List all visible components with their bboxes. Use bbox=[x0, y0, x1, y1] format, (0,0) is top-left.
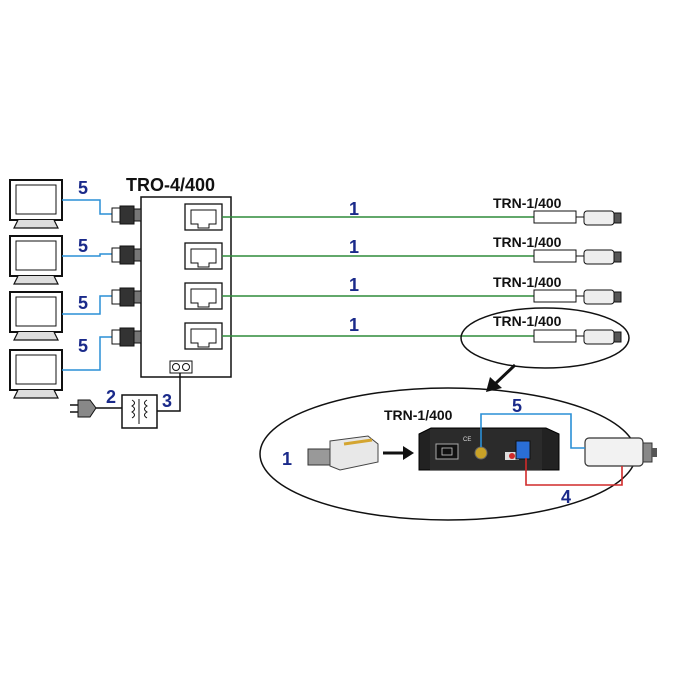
bnc-connector bbox=[111, 245, 142, 265]
utp-line-label: 1 bbox=[349, 199, 359, 219]
receiver-unit: TRN-1/400 bbox=[493, 234, 622, 265]
arrow-right-icon bbox=[383, 446, 414, 460]
power-plug-icon bbox=[70, 399, 122, 418]
camera-icon bbox=[584, 437, 657, 467]
power-cable bbox=[157, 373, 181, 412]
receiver-unit: TRN-1/400 bbox=[493, 313, 622, 345]
monitor-4 bbox=[9, 349, 63, 399]
transformer-icon bbox=[121, 394, 158, 429]
power-terminal bbox=[169, 360, 193, 374]
rj45-port bbox=[184, 242, 223, 270]
power-label: 3 bbox=[162, 391, 172, 411]
highlight-ellipse bbox=[460, 307, 630, 369]
zoom-arrow-icon bbox=[486, 363, 517, 392]
video-cable-label: 5 bbox=[78, 293, 88, 313]
detail-device-name: TRN-1/400 bbox=[384, 407, 453, 423]
cable-in-label: 1 bbox=[282, 449, 292, 469]
detail-video-label: 5 bbox=[512, 396, 522, 416]
monitor-3 bbox=[9, 291, 63, 341]
monitor-2 bbox=[9, 235, 63, 285]
receiver-name: TRN-1/400 bbox=[493, 274, 562, 290]
video-cable-label: 5 bbox=[78, 178, 88, 198]
hub-title: TRO-4/400 bbox=[126, 175, 215, 195]
receiver-unit: TRN-1/400 bbox=[493, 274, 622, 305]
bnc-connector bbox=[111, 327, 142, 347]
video-cable-label: 5 bbox=[78, 336, 88, 356]
receiver-name: TRN-1/400 bbox=[493, 234, 562, 250]
utp-line-label: 1 bbox=[349, 237, 359, 257]
detail-power-cable bbox=[525, 458, 623, 486]
trn-receiver-device: CE bbox=[418, 427, 560, 471]
svg-text:CE: CE bbox=[463, 437, 471, 443]
utp-line-label: 1 bbox=[349, 315, 359, 335]
receiver-unit: TRN-1/400 bbox=[493, 195, 622, 226]
receiver-name: TRN-1/400 bbox=[493, 195, 562, 211]
bnc-connector bbox=[111, 287, 142, 307]
monitor-1 bbox=[9, 179, 63, 229]
detail-video-cable bbox=[480, 413, 585, 449]
rj45-port bbox=[184, 282, 223, 310]
video-cables bbox=[62, 199, 112, 371]
utp-line-label: 1 bbox=[349, 275, 359, 295]
rj45-plug-icon bbox=[307, 435, 379, 471]
bnc-connector bbox=[111, 205, 142, 225]
power-label: 2 bbox=[106, 387, 116, 407]
utp-lines bbox=[222, 216, 534, 337]
receiver-name: TRN-1/400 bbox=[493, 313, 562, 329]
rj45-port bbox=[184, 322, 223, 350]
detail-power-label: 4 bbox=[561, 487, 571, 507]
video-cable-label: 5 bbox=[78, 236, 88, 256]
rj45-port bbox=[184, 203, 223, 231]
